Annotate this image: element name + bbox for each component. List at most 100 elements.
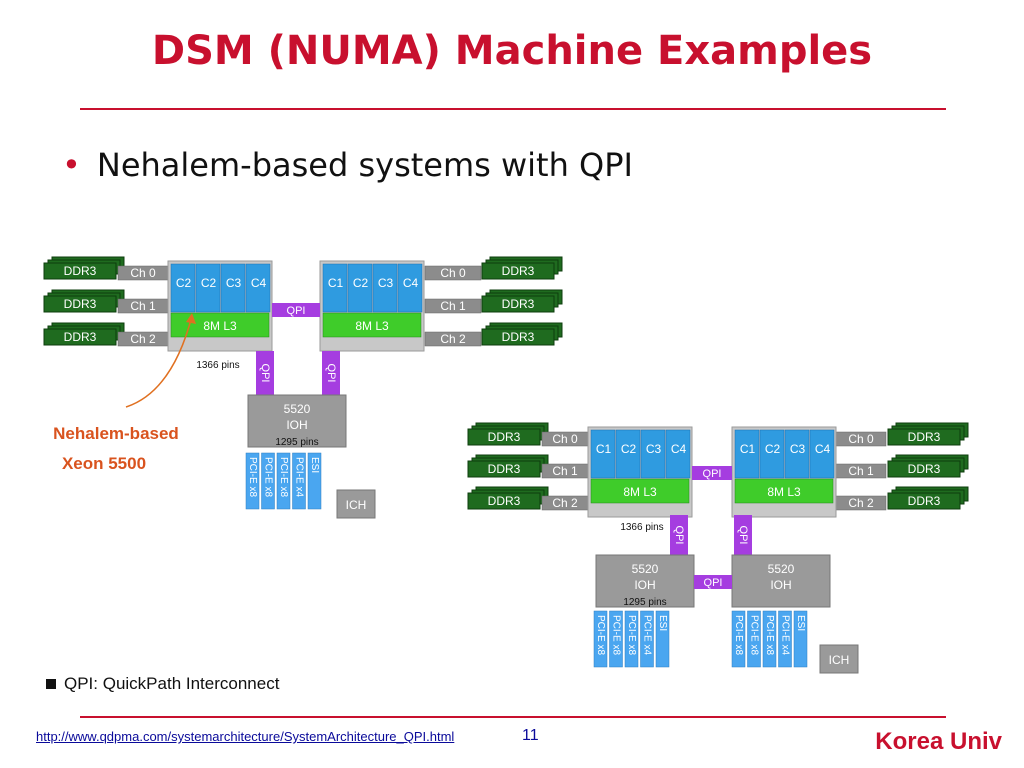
- sys1-cpu-b-core-4-label: C4: [403, 276, 419, 290]
- sys1-cpu-a-core-2-label: C2: [201, 276, 217, 290]
- sys2-io-b-port-5: [793, 610, 808, 668]
- sys1-qpi-cpus-label: QPI: [287, 305, 306, 317]
- sys2-right-dimm-2: [887, 460, 961, 478]
- sys1-right-dimm-1-label: DDR3: [502, 264, 535, 278]
- sys2-cpu-a-core-1-label: C1: [596, 442, 612, 456]
- sys1-io-port-3: [276, 452, 291, 510]
- sys2-left-chan-1-label: Ch 1: [552, 464, 578, 478]
- sys2-cpu-b-cache: [734, 478, 834, 504]
- sys1-cpu-a-core-1-label: C2: [176, 276, 192, 290]
- sys2-cpu-a-core-1: [590, 429, 616, 479]
- sys2-right-dimm-2-label: DDR3: [908, 462, 941, 476]
- sys2-qpi-a-ioh: [670, 515, 688, 555]
- sys1-right-dimm-1: [481, 262, 555, 280]
- sys2-cpu-b-core-3: [784, 429, 810, 479]
- sys1-left-dimm-1: [43, 262, 117, 280]
- sys1-ich-label: ICH: [346, 498, 367, 512]
- title-divider: [80, 108, 946, 110]
- sys1-right-chan-2: [424, 331, 482, 347]
- sys1-cpu-a-core-3-label: C3: [226, 276, 242, 290]
- sys2-ioh-a-sub-label: IOH: [634, 578, 655, 592]
- sys2-io-b-port-4: [778, 610, 792, 668]
- sys2-ich: [819, 644, 859, 674]
- sys1-cpu-b-core-3-label: C3: [378, 276, 394, 290]
- sys2-left-dimm-1-label: DDR3: [488, 430, 521, 444]
- sys1-qpi-b-ioh: [322, 351, 340, 395]
- sys2-left-chan-2-label: Ch 2: [552, 496, 578, 510]
- bullet-item: •Nehalem-based systems with QPI: [62, 146, 633, 184]
- sys1-right-chan-2-label: Ch 2: [440, 332, 466, 346]
- sys1-ich: [336, 489, 376, 519]
- sys2-ioh-a: [595, 554, 695, 608]
- sys1-left-chan-2-label: Ch 2: [130, 332, 156, 346]
- sys1-left-chan-1-label: Ch 1: [130, 299, 156, 313]
- sys1-cpu-a-cache-label: 8M L3: [203, 319, 237, 333]
- sys1-right-dimm-2-label: DDR3: [502, 297, 535, 311]
- source-link[interactable]: http://www.qdpma.com/systemarchitecture/…: [36, 729, 455, 744]
- sys1-io-port-4-label: PCI-E x4: [293, 457, 304, 497]
- sys1-right-dimm-3: [481, 328, 555, 346]
- sys1-ioh-pins-label: 1295 pins: [275, 437, 318, 448]
- sys2-left-chan-0-label: Ch 0: [552, 432, 578, 446]
- sys1-io-port-1-label: PCI-E x8: [247, 457, 258, 497]
- sys1-right-chan-0-label: Ch 0: [440, 266, 466, 280]
- sys2-right-chan-1-label: Ch 1: [848, 464, 874, 478]
- sys2-io-a-port-5-label: ESI: [657, 615, 668, 631]
- sys1-cpu-b-core-4: [397, 263, 423, 313]
- sys1-left-dimm-2: [43, 295, 117, 313]
- sys2-qpi-iohs: [694, 575, 732, 589]
- sys1-ioh-sub-label: IOH: [286, 418, 307, 432]
- sys2-cpu-b-core-2: [759, 429, 785, 479]
- sys2-cpu-a-core-2-label: C2: [621, 442, 637, 456]
- sys2-right-dimm-1-label: DDR3: [908, 430, 941, 444]
- sys2-cpu-b-core-1-label: C1: [740, 442, 756, 456]
- sys2-cpu-b-core-3-label: C3: [790, 442, 806, 456]
- callout-arrowhead-icon: [186, 313, 196, 324]
- sys2-io-b-port-3-label: PCI-E x8: [764, 615, 775, 655]
- sys1-right-dimm-3-label: DDR3: [502, 330, 535, 344]
- sys2-io-a-port-4-label: PCI-E x4: [641, 615, 652, 655]
- sys2-io-a-port-4: [640, 610, 654, 668]
- sys1-left-dimm-3-label: DDR3: [64, 330, 97, 344]
- sys2-io-b-port-2-label: PCI-E x8: [748, 615, 759, 655]
- square-bullet-icon: [46, 679, 56, 689]
- sys2-left-dimm-3: [467, 492, 541, 510]
- sys2-cpu-pins-label: 1366 pins: [620, 522, 663, 533]
- sys1-left-dimm-2-label: DDR3: [64, 297, 97, 311]
- sys2-cpu-a-core-4-label: C4: [671, 442, 687, 456]
- sys1-cpu-pins-label: 1366 pins: [196, 360, 239, 371]
- sys2-qpi-iohs-label: QPI: [704, 577, 723, 589]
- sys2-io-b-port-1-label: PCI-E x8: [733, 615, 744, 655]
- brand-label: Korea Univ: [875, 728, 1002, 755]
- footer-divider: [80, 716, 946, 718]
- sys1-cpu-a-core-3: [220, 263, 246, 313]
- sys2-left-dimm-2-label: DDR3: [488, 462, 521, 476]
- sys1-io-port-2: [261, 452, 275, 510]
- sys2-cpu-a-core-3: [640, 429, 666, 479]
- sys1-right-chan-0: [424, 265, 482, 281]
- sys1-io-port-5: [307, 452, 322, 510]
- sys2-ioh-a-pins-label: 1295 pins: [623, 597, 666, 608]
- sys1-left-chan-0-label: Ch 0: [130, 266, 156, 280]
- sys2-qpi-cpus-label: QPI: [703, 468, 722, 480]
- sys1-right-chan-1: [424, 298, 482, 314]
- sys1-cpu-b-core-1: [322, 263, 348, 313]
- sys2-qpi-b-ioh-label: QPI: [737, 526, 749, 545]
- sys2-io-a-port-3-label: PCI-E x8: [626, 615, 637, 655]
- sys2-ioh-b: [731, 554, 831, 608]
- sys1-cpu-b-cache: [322, 312, 422, 338]
- sys2-io-b-port-2: [747, 610, 761, 668]
- sys1-cpu-a-core-2: [195, 263, 221, 313]
- sys2-right-chan-0-label: Ch 0: [848, 432, 874, 446]
- sys2-io-b-port-3: [762, 610, 777, 668]
- sys1-cpu-b-core-3: [372, 263, 398, 313]
- callout-arrow: [125, 315, 193, 408]
- sys1-right-dimm-2: [481, 295, 555, 313]
- sys2-cpu-b-core-2-label: C2: [765, 442, 781, 456]
- sys2-right-chan-2-label: Ch 2: [848, 496, 874, 510]
- sys1-cpu-a-core-4: [245, 263, 271, 313]
- sys2-cpu-a-cache-label: 8M L3: [623, 485, 657, 499]
- sys2-cpu-b-core-4: [809, 429, 835, 479]
- sys1-io-port-3-label: PCI-E x8: [278, 457, 289, 497]
